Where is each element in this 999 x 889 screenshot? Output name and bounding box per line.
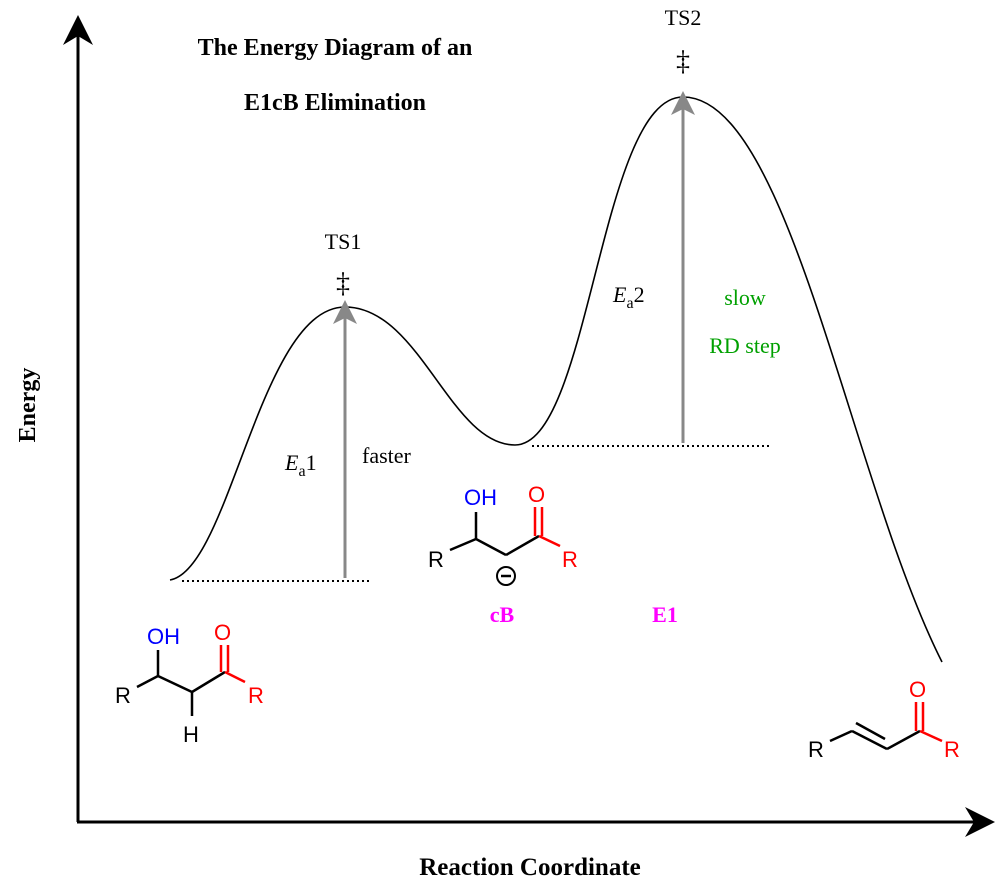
ea1-label: Ea1 — [284, 450, 317, 480]
svg-text:R: R — [562, 547, 578, 572]
ts1-label: TS1 — [325, 229, 362, 254]
ts1-double-dagger: ‡ — [336, 268, 350, 299]
reactant-structure: R OH H O R — [115, 620, 264, 747]
faster-label: faster — [362, 443, 412, 468]
svg-text:R: R — [944, 737, 960, 762]
svg-text:O: O — [214, 620, 231, 645]
svg-text:R: R — [248, 683, 264, 708]
e1-label: E1 — [652, 602, 678, 627]
y-axis-label: Energy — [15, 368, 41, 443]
product-structure: R O R — [808, 677, 960, 762]
title-line-2: E1cB Elimination — [244, 90, 426, 116]
carbanion-structure: R OH O R — [428, 482, 578, 586]
energy-curve — [169, 96, 943, 663]
cb-label: cB — [490, 602, 515, 627]
svg-text:R: R — [428, 547, 444, 572]
svg-text:OH: OH — [464, 485, 497, 510]
x-axis-label: Reaction Coordinate — [419, 854, 641, 881]
svg-text:O: O — [909, 677, 926, 702]
svg-text:H: H — [183, 722, 199, 747]
ts2-double-dagger: ‡ — [676, 46, 690, 77]
svg-text:OH: OH — [147, 624, 180, 649]
title-line-1: The Energy Diagram of an — [198, 35, 473, 61]
svg-text:R: R — [808, 737, 824, 762]
svg-text:R: R — [115, 683, 131, 708]
rd-step-label: RD step — [709, 333, 781, 358]
ea2-label: Ea2 — [612, 282, 645, 312]
ts2-label: TS2 — [665, 5, 702, 30]
slow-label: slow — [724, 285, 766, 310]
svg-text:O: O — [528, 482, 545, 507]
